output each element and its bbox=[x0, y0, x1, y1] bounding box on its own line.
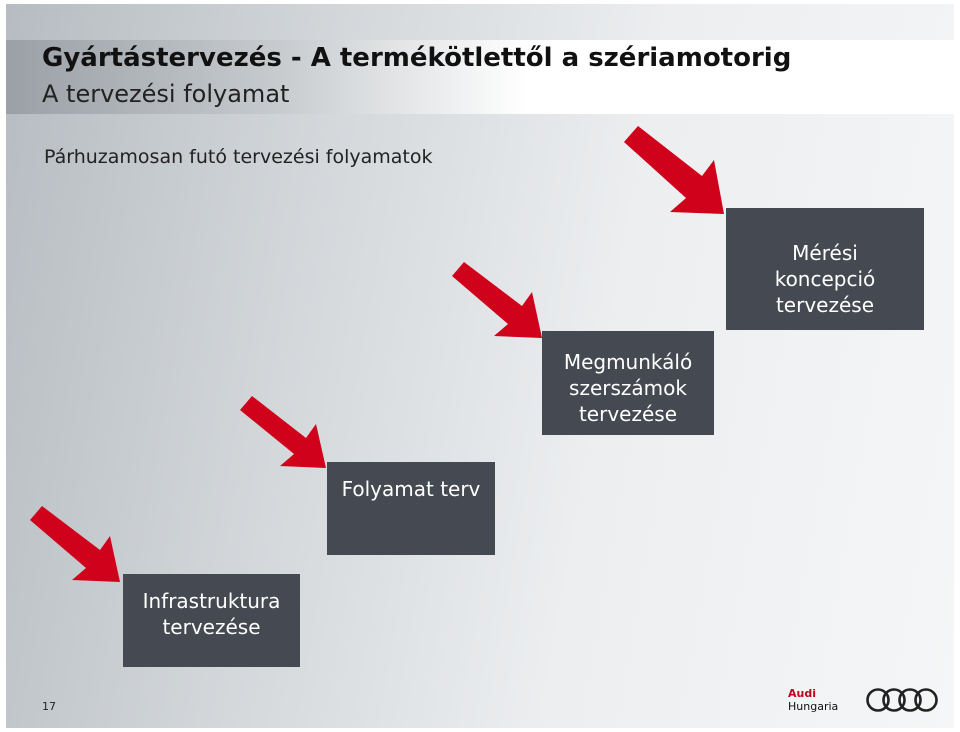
step-label: Megmunkáló szerszámok tervezése bbox=[563, 350, 693, 426]
brand-audi: Audi bbox=[788, 687, 816, 700]
step-label: Folyamat terv bbox=[341, 477, 481, 501]
arrow-down-right-icon bbox=[30, 506, 120, 582]
page-subtitle: A tervezési folyamat bbox=[42, 80, 290, 108]
section-heading: Párhuzamosan futó tervezési folyamatok bbox=[44, 146, 433, 168]
step-process-plan-box: Folyamat terv bbox=[327, 462, 495, 555]
title-bar bbox=[6, 40, 954, 114]
audi-rings-logo bbox=[866, 688, 938, 712]
step-machining-tools-box: Megmunkáló szerszámok tervezése bbox=[542, 331, 714, 435]
step-label: Infrastruktura tervezése bbox=[142, 589, 281, 639]
step-infrastructure-box: Infrastruktura tervezése bbox=[123, 574, 300, 667]
arrow-down-right-icon bbox=[452, 262, 542, 338]
page-number: 17 bbox=[42, 700, 56, 713]
step-label: Mérési koncepció tervezése bbox=[774, 241, 876, 317]
brand-text: Audi Hungaria bbox=[788, 687, 838, 713]
page-title: Gyártástervezés - A termékötlettől a szé… bbox=[42, 43, 792, 73]
arrow-down-right-icon bbox=[624, 126, 724, 214]
step-measurement-concept-box: Mérési koncepció tervezése bbox=[726, 208, 924, 330]
brand-hungaria: Hungaria bbox=[788, 700, 839, 713]
arrow-down-right-icon bbox=[240, 396, 326, 468]
